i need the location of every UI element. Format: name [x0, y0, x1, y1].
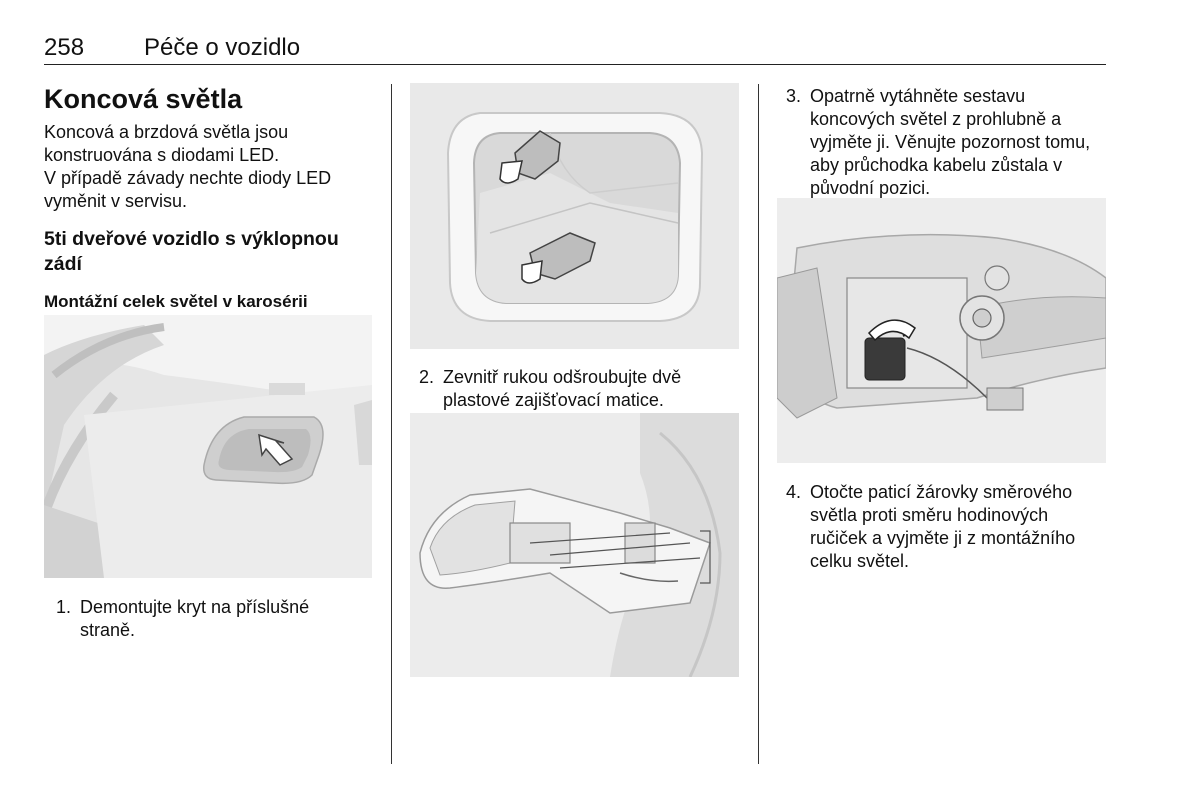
step-text: Zevnitř rukou odšroubujte dvě plastové z… — [443, 367, 682, 410]
step-1: 1. Demontujte kryt na příslušné straně. — [56, 596, 368, 642]
column-divider-2 — [758, 84, 759, 764]
step-3: 3. Opatrně vytáhněte sestavu koncových s… — [786, 85, 1104, 200]
step-text: Opatrně vytáhněte sestavu koncových svět… — [810, 86, 1091, 198]
column-divider-1 — [391, 84, 392, 764]
chapter-title: Péče o vozidlo — [144, 34, 301, 61]
step-text: Demontujte kryt na příslušné straně. — [80, 597, 310, 640]
step-number: 4. — [786, 482, 802, 502]
figure-bulb-socket — [777, 198, 1106, 463]
subsubheading: Montážní celek světel v karosérii — [44, 292, 308, 311]
step-number: 1. — [56, 597, 72, 617]
figure-lamp-removal — [410, 413, 739, 677]
step-number: 3. — [786, 86, 802, 106]
intro-paragraph-1: Koncová a brzdová světla jsou konstruová… — [44, 122, 289, 165]
step-2: 2. Zevnitř rukou odšroubujte dvě plastov… — [419, 366, 739, 412]
section-title: Koncová světla — [44, 84, 243, 114]
subheading: 5ti dveřové vozidlo s výklopnou zádí — [44, 228, 339, 275]
step-number: 2. — [419, 367, 435, 387]
figure-trunk-cover — [44, 315, 372, 578]
figure-inner-nuts — [410, 83, 739, 349]
intro-paragraph-2: V případě závady nechte diody LED vyměni… — [44, 168, 332, 211]
step-text: Otočte paticí žárovky směrového světla p… — [810, 482, 1076, 571]
step-4: 4. Otočte paticí žárovky směrového světl… — [786, 481, 1104, 573]
page-number: 258 — [44, 34, 85, 61]
page-header: 258 Péče o vozidlo — [44, 34, 1106, 65]
